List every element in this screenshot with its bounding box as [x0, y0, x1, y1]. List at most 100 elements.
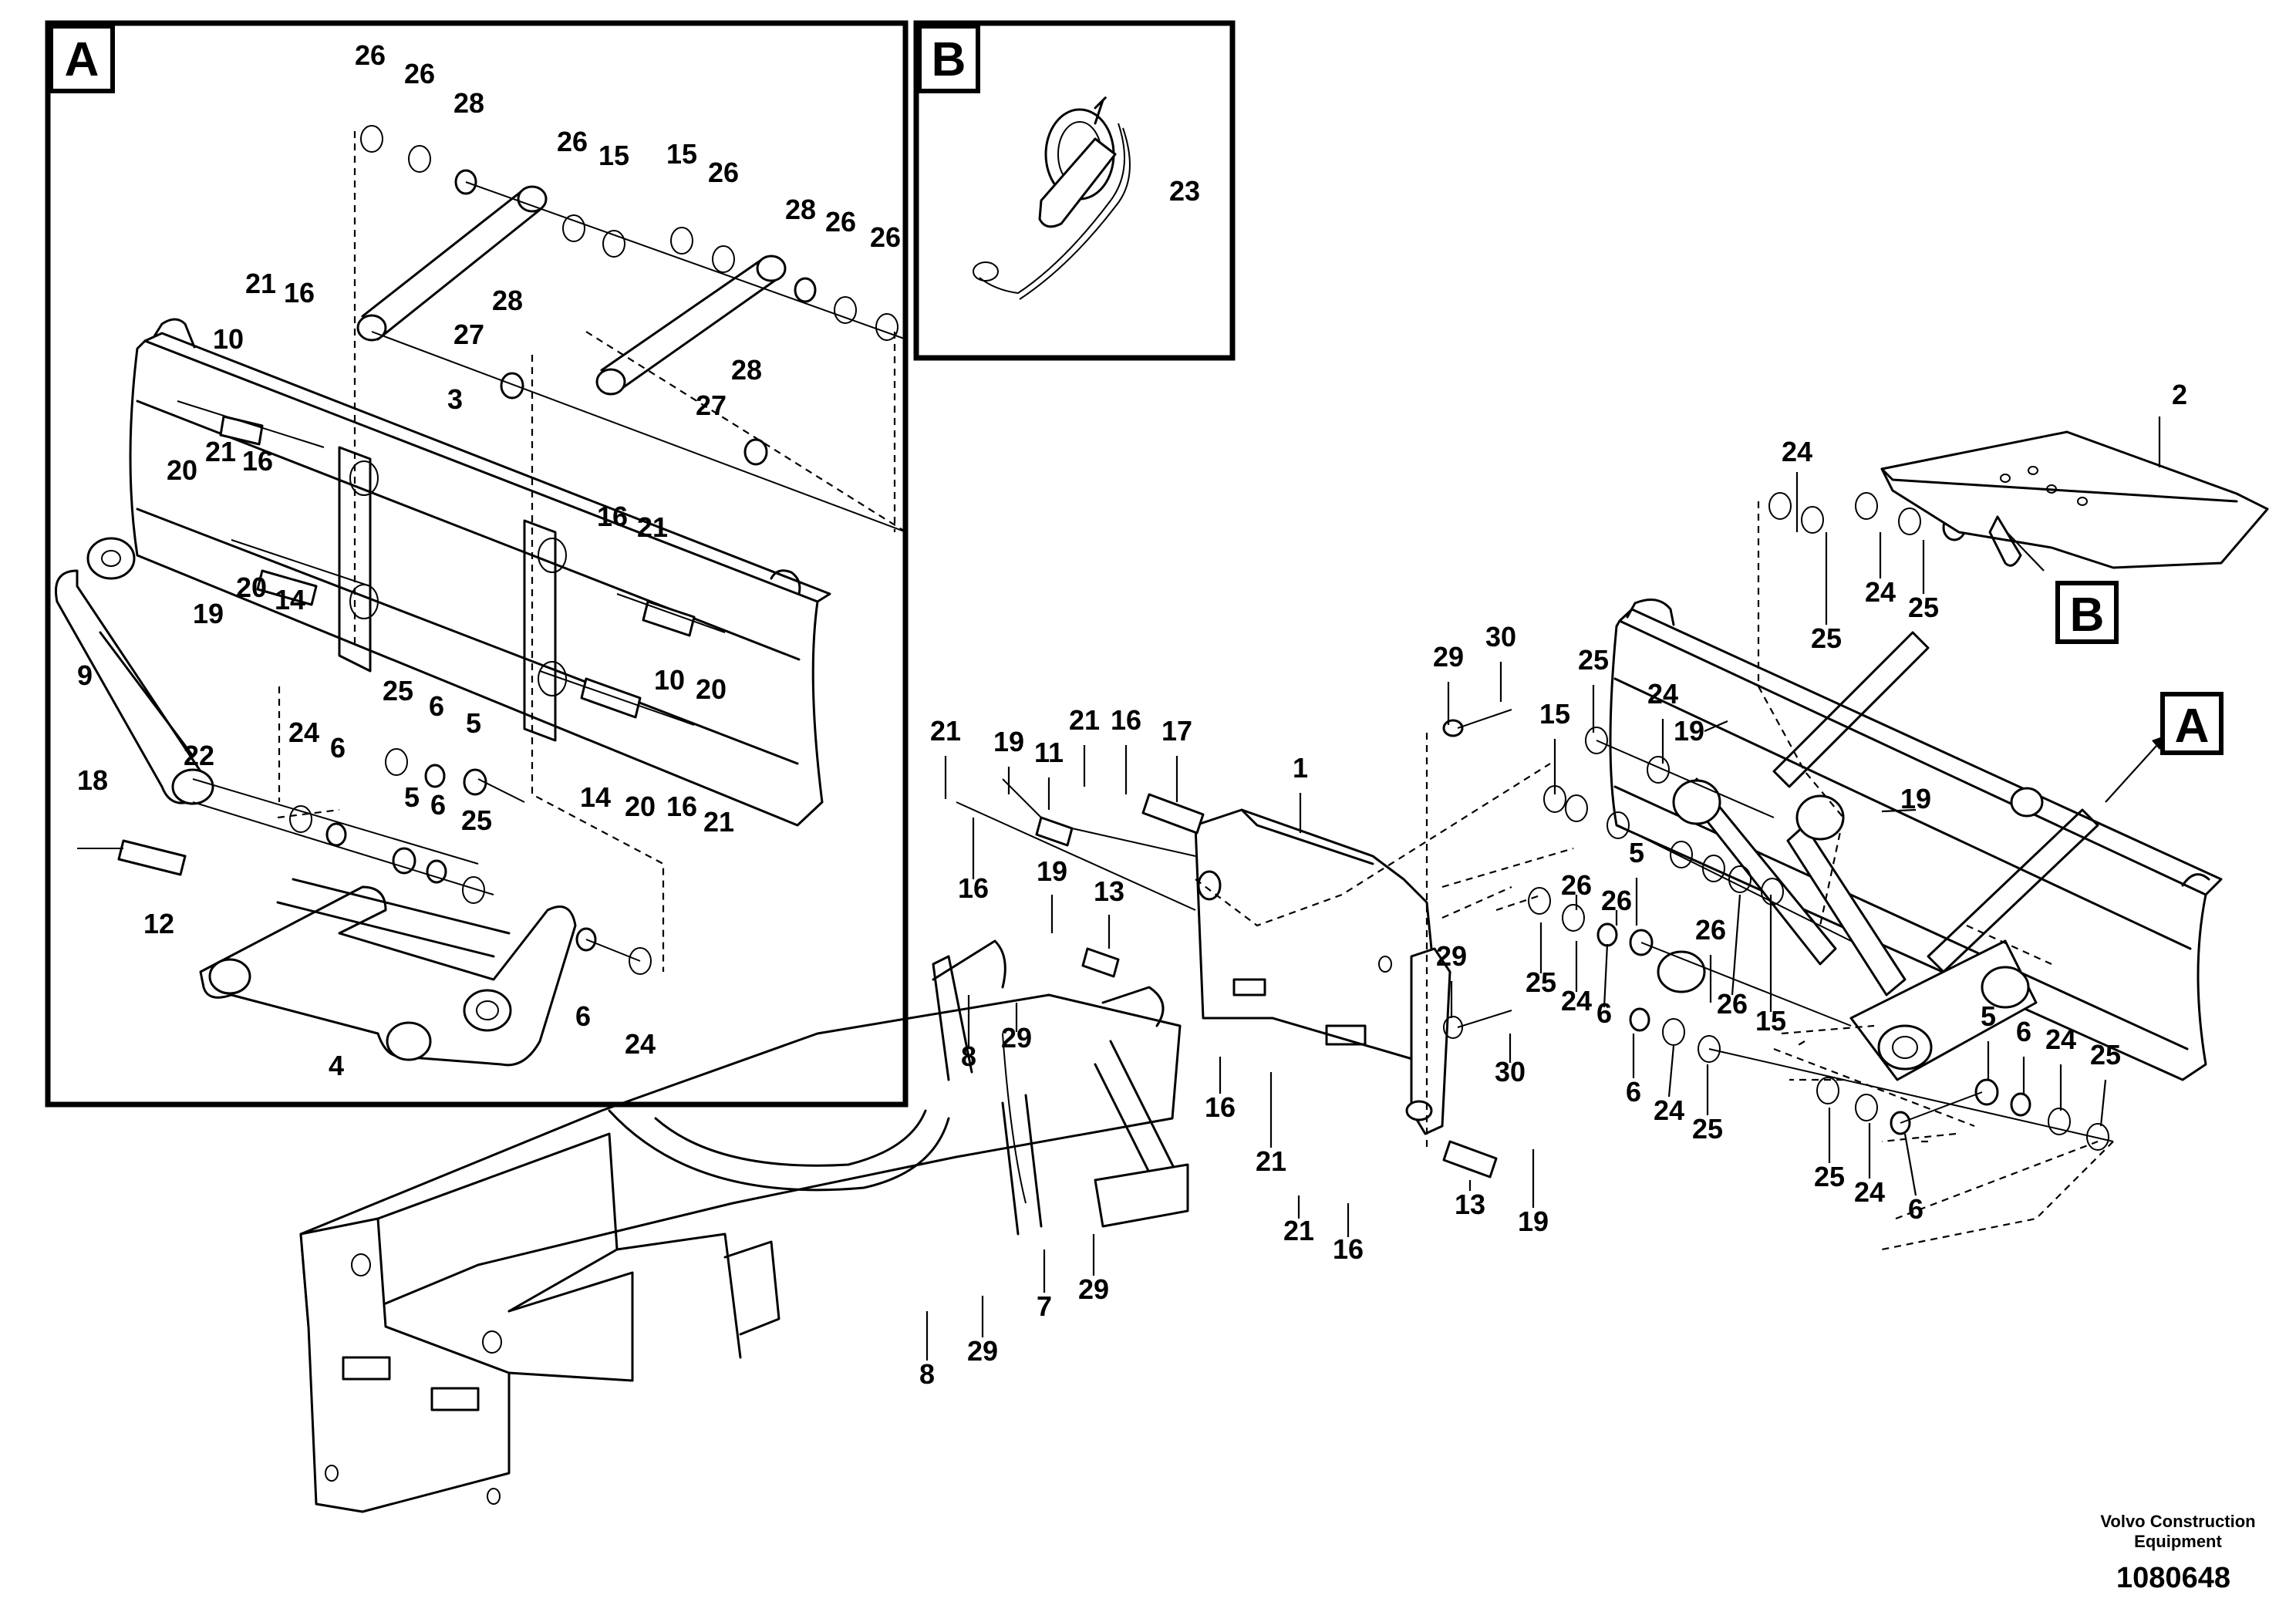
footer: Volvo Construction Equipment 1080648	[2100, 1512, 2255, 1594]
callout-label: 6	[575, 1000, 591, 1032]
callout-label: 28	[492, 285, 523, 316]
callout-label: 21	[1283, 1215, 1314, 1246]
callout-label: 21	[703, 806, 734, 838]
callout-label: 20	[236, 572, 267, 603]
callout-label: 15	[1539, 698, 1570, 730]
callout-label: 16	[1333, 1233, 1364, 1265]
callout-label: 25	[2090, 1039, 2121, 1071]
callout-label: 15	[598, 140, 629, 171]
undercarriage-frame	[299, 939, 1189, 1513]
callout-label: 26	[557, 126, 588, 157]
callout-label: 13	[1455, 1189, 1485, 1220]
detail-b-letter: B	[932, 33, 966, 86]
callout-label: 16	[1205, 1091, 1236, 1123]
callout-label: 26	[404, 58, 435, 89]
callout-label: 25	[1908, 592, 1939, 623]
callout-label: 4	[329, 1050, 344, 1081]
detail-a-letter: A	[65, 33, 99, 86]
callout-label: 27	[453, 319, 484, 350]
callout-label: 6	[430, 789, 446, 821]
callout-label: 21	[245, 268, 276, 299]
callout-label: 19	[1900, 783, 1931, 814]
callout-label: 3	[447, 383, 463, 415]
callout-label: 18	[77, 764, 108, 796]
callout-label: 5	[466, 707, 481, 739]
callout-label: 5	[1981, 1000, 1996, 1032]
callout-label: 24	[288, 717, 319, 748]
callout-label: 27	[696, 389, 727, 421]
callout-label: 5	[1629, 837, 1644, 868]
dozer-blade-main	[1609, 599, 2223, 1081]
callout-label: 13	[1094, 875, 1124, 907]
callout-label: 7	[1037, 1290, 1052, 1322]
callout-label: 10	[654, 664, 685, 696]
callout-label: 8	[919, 1358, 935, 1390]
callout-label: 20	[167, 454, 197, 486]
callout-label: 25	[1578, 644, 1609, 676]
detail-a-marker-box	[2160, 692, 2224, 755]
callout-label: 10	[213, 323, 244, 355]
lock-pin-23	[973, 96, 1131, 300]
pins-a	[177, 400, 726, 726]
detail-a-marker: A	[2175, 700, 2210, 753]
callout-label: 6	[330, 732, 346, 764]
callout-label: 29	[1436, 940, 1467, 972]
callout-label: 29	[1433, 641, 1464, 673]
callout-label: 15	[666, 138, 697, 170]
washers-main	[1442, 492, 2114, 1151]
detail-b-marker-box	[2055, 581, 2119, 644]
cylinder-9	[55, 537, 214, 805]
callout-label: 28	[785, 194, 816, 225]
detail-b-marker: B	[2070, 588, 2105, 642]
detail-a-panel: A	[45, 20, 909, 1108]
callout-label: 16	[666, 791, 697, 822]
callout-label: 19	[1518, 1206, 1549, 1237]
callout-label: 16	[242, 445, 273, 477]
callout-label: 24	[625, 1028, 656, 1060]
washers-lower-a	[192, 748, 652, 975]
callout-label: 20	[625, 791, 656, 822]
callout-label: 24	[1854, 1176, 1885, 1208]
callout-label: 6	[1596, 997, 1612, 1029]
callout-label: 19	[193, 598, 224, 629]
callout-label: 12	[143, 908, 174, 939]
callout-label: 21	[1256, 1145, 1286, 1177]
callout-label: 6	[2016, 1016, 2031, 1047]
callout-label: 29	[967, 1335, 998, 1367]
callout-label: 6	[429, 690, 444, 722]
footer-company: Volvo Construction	[2100, 1512, 2255, 1531]
cover-plate-2	[1880, 430, 2269, 569]
callout-label: 29	[1078, 1273, 1109, 1305]
callout-label: 26	[708, 157, 739, 188]
callout-label: 25	[1692, 1113, 1723, 1145]
callout-label: 26	[870, 221, 901, 253]
callout-label: 5	[404, 781, 420, 813]
callout-label: 16	[1111, 704, 1141, 736]
callout-label: 6	[1908, 1193, 1923, 1225]
callout-label: 24	[1865, 576, 1896, 608]
callout-label: 19	[993, 726, 1024, 757]
callout-label: 8	[961, 1040, 976, 1072]
callout-label: 28	[453, 87, 484, 119]
callout-label: 1	[1293, 752, 1308, 784]
callout-label: 16	[597, 501, 628, 532]
callouts: 26 26 28 26 15 15 26 28 26 26 21 16 10 2…	[77, 39, 2224, 1390]
callout-label: 21	[205, 436, 236, 467]
callout-label: 19	[1037, 855, 1067, 887]
callout-label: 25	[1811, 622, 1842, 654]
callout-label: 25	[461, 804, 492, 836]
detail-b-panel: B	[913, 20, 1236, 361]
callout-label: 6	[1626, 1076, 1641, 1108]
callout-label: 30	[1485, 621, 1516, 653]
callout-label: 14	[580, 781, 611, 813]
callout-label: 2	[2172, 379, 2187, 410]
callout-label: 28	[731, 354, 762, 386]
callout-leaders	[925, 416, 2161, 1361]
blade-linkage-main	[1657, 631, 2099, 1081]
washers-top-a	[360, 125, 907, 533]
detail-arrows	[2006, 531, 2169, 803]
drawing-number: 1080648	[2116, 1562, 2230, 1594]
callout-label: 24	[1782, 436, 1812, 467]
callout-label: 24	[1654, 1094, 1684, 1126]
